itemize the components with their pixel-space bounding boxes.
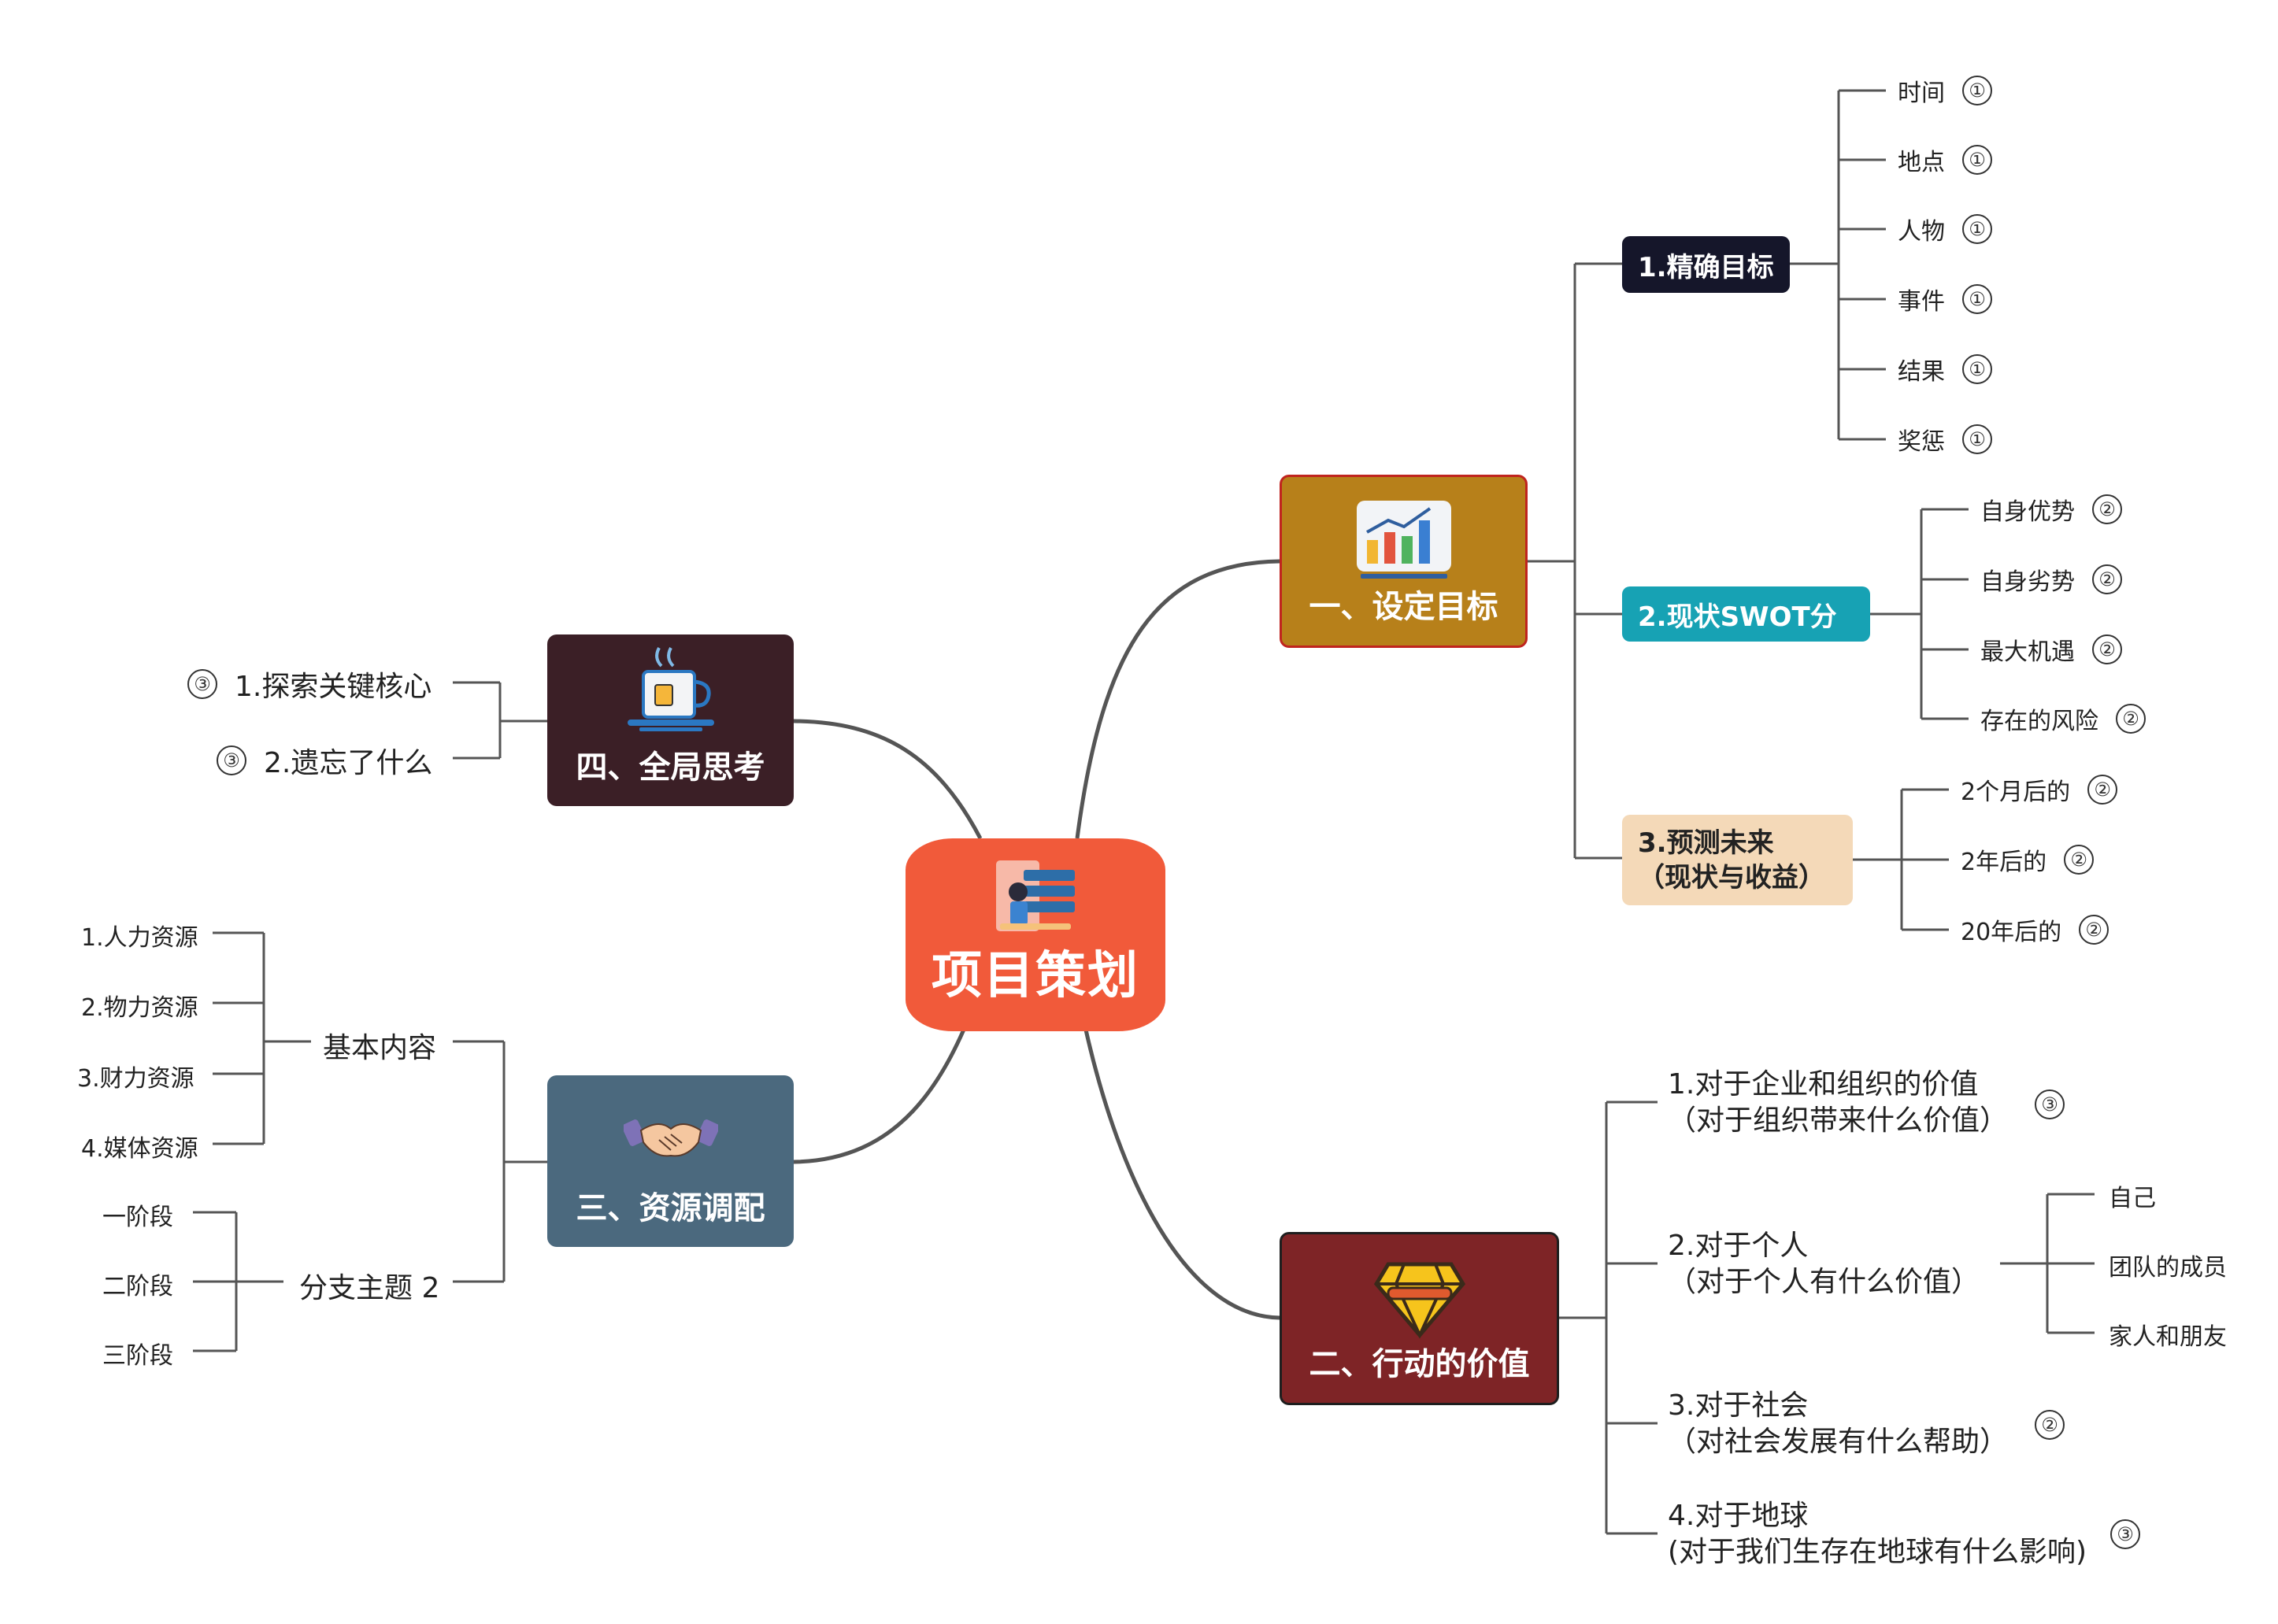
list-item[interactable]: 事件 ① [1898, 282, 1992, 316]
priority-badge: ① [1962, 354, 1992, 384]
priority-badge: ② [2035, 1410, 2065, 1440]
goal-future-node[interactable]: 3.预测未来 （现状与收益） [1622, 815, 1853, 905]
list-item[interactable]: 地点 ① [1898, 142, 1992, 177]
list-item[interactable]: 2.物力资源 [81, 994, 198, 1022]
list-item[interactable]: 三阶段 [102, 1342, 173, 1370]
central-topic[interactable]: 项目策划 [906, 838, 1165, 1031]
priority-badge: ① [1962, 424, 1992, 454]
priority-badge: ② [2064, 845, 2095, 875]
goal-precise-node[interactable]: 1.精确目标 [1622, 236, 1790, 293]
list-item[interactable]: ③ 1.探索关键核心 [187, 664, 432, 705]
branch-goal-title: 一、设定目标 [1309, 589, 1498, 625]
branch-goal[interactable]: 一、设定目标 [1280, 475, 1528, 648]
list-item[interactable]: 奖惩 ① [1898, 422, 1992, 457]
list-item[interactable]: 二阶段 [102, 1273, 173, 1300]
branch-value-title: 二、行动的价值 [1309, 1346, 1530, 1382]
goal-future-label-line1: 3.预测未来 [1638, 827, 1774, 859]
list-item[interactable]: 时间 ① [1898, 73, 1992, 108]
priority-badge: ② [2079, 915, 2109, 945]
resources-sub2-node[interactable]: 分支主题 2 [299, 1272, 440, 1304]
branch-global[interactable]: 四、全局思考 [547, 634, 794, 806]
priority-badge: ② [2087, 775, 2118, 805]
handshake-icon [623, 1119, 718, 1157]
priority-badge: ① [1962, 76, 1992, 105]
value-item-2[interactable]: 2.对于个人 （对于个人有什么价值） [1668, 1230, 1980, 1298]
list-item[interactable]: 一阶段 [102, 1204, 173, 1231]
list-item[interactable]: 2年后的 ② [1961, 842, 2095, 877]
list-item[interactable]: 自身优势 ② [1980, 492, 2122, 527]
bar-chart-icon [1356, 501, 1451, 579]
list-item[interactable]: 2个月后的 ② [1961, 772, 2118, 807]
list-item[interactable]: 最大机遇 ② [1980, 632, 2122, 667]
branch-resources[interactable]: 三、资源调配 [547, 1075, 794, 1247]
priority-badge: ② [2116, 704, 2146, 734]
list-item[interactable]: 家人和朋友 [2109, 1323, 2227, 1351]
priority-badge: ③ [187, 669, 217, 699]
planning-illustration-icon [996, 860, 1075, 931]
goal-precise-label: 1.精确目标 [1638, 251, 1774, 283]
list-item[interactable]: 3.财力资源 [77, 1065, 194, 1093]
branch-value[interactable]: 二、行动的价值 [1280, 1232, 1559, 1405]
list-item[interactable]: 自身劣势 ② [1980, 562, 2122, 597]
priority-badge: ① [1962, 145, 1992, 175]
priority-badge: ① [1962, 214, 1992, 244]
priority-badge: ② [2092, 564, 2122, 594]
branch-resources-title: 三、资源调配 [576, 1190, 765, 1226]
goal-swot-label: 2.现状SWOT分 [1638, 601, 1837, 633]
resources-basic-node[interactable]: 基本内容 [323, 1032, 437, 1064]
priority-badge: ② [2092, 634, 2122, 664]
tea-cup-icon [627, 647, 714, 731]
list-item[interactable]: 结果 ① [1898, 352, 1992, 387]
diamond-icon [1373, 1262, 1465, 1339]
priority-badge: ① [1962, 284, 1992, 314]
list-item[interactable]: 1.人力资源 [81, 924, 198, 952]
list-item[interactable]: 团队的成员 [2109, 1254, 2227, 1282]
list-item[interactable]: 人物 ① [1898, 212, 1992, 246]
value-item-4[interactable]: 4.对于地球 (对于我们生存在地球有什么影响) [1668, 1500, 2087, 1568]
goal-swot-node[interactable]: 2.现状SWOT分 [1622, 586, 1870, 642]
priority-badge: ③ [217, 745, 246, 775]
goal-future-label-line2: （现状与收益） [1638, 862, 1825, 893]
priority-badge: ③ [2110, 1519, 2140, 1549]
list-item[interactable]: 4.媒体资源 [81, 1135, 198, 1163]
branch-global-title: 四、全局思考 [576, 749, 765, 786]
value-item-1[interactable]: 1.对于企业和组织的价值 （对于组织带来什么价值） [1668, 1068, 2009, 1137]
list-item[interactable]: ③ 2.遗忘了什么 [217, 740, 432, 781]
priority-badge: ③ [2035, 1089, 2065, 1119]
list-item[interactable]: 自己 [2109, 1185, 2156, 1212]
priority-badge: ② [2092, 494, 2122, 524]
central-title: 项目策划 [932, 947, 1139, 1005]
list-item[interactable]: 存在的风险 ② [1980, 701, 2146, 736]
list-item[interactable]: 20年后的 ② [1961, 912, 2109, 947]
value-item-3[interactable]: 3.对于社会 （对社会发展有什么帮助） [1668, 1389, 2009, 1458]
